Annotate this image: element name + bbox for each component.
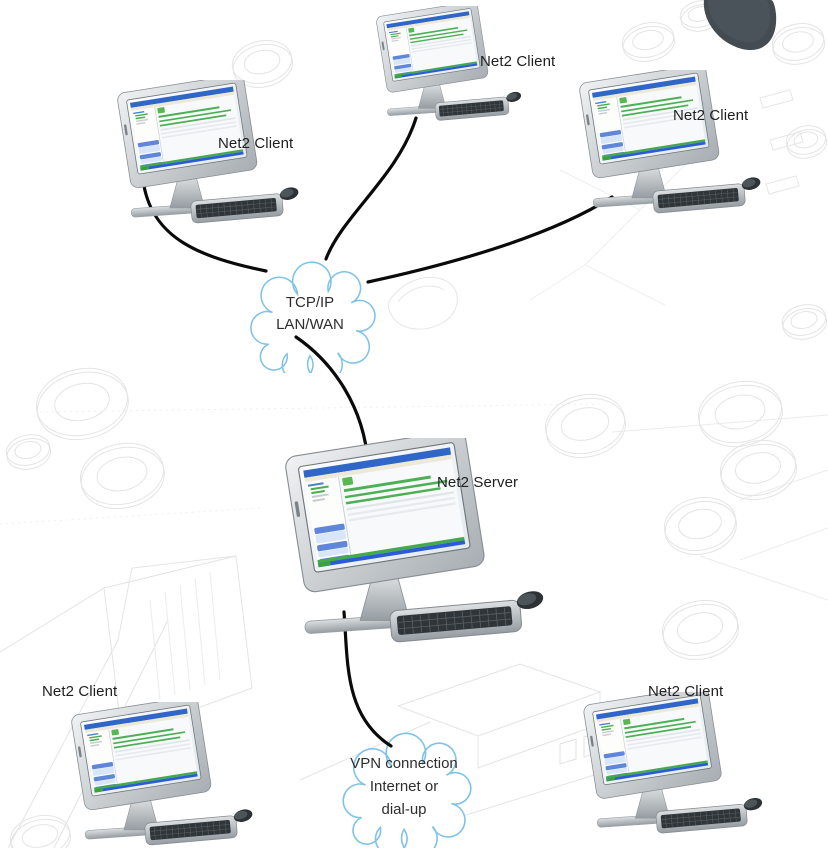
node-server (278, 438, 548, 652)
keyboard (144, 815, 238, 846)
cloud-vpn-text: VPN connection Internet or dial-up (330, 718, 478, 848)
mouse (233, 809, 253, 822)
monitor (117, 80, 258, 189)
mouse (506, 91, 522, 102)
label-client-bottom-left: Net2 Client (42, 683, 118, 700)
cloud-lan-wan: TCP/IP LAN/WAN (238, 250, 382, 373)
label-client-top-left: Net2 Client (218, 135, 294, 152)
screen-app (303, 447, 466, 568)
ring-sketches (5, 0, 828, 848)
mouse (516, 591, 544, 610)
cloud-lan-line1: TCP/IP (285, 293, 335, 311)
cloud-lan-line2: LAN/WAN (276, 315, 344, 333)
node-client-bottom-right (578, 692, 766, 840)
screen-app (83, 708, 198, 793)
label-client-top-center: Net2 Client (480, 53, 556, 70)
keyboard (190, 193, 284, 224)
keyboard (434, 96, 510, 121)
connector-topcenter-to-lan (324, 116, 418, 261)
cloud-lan-wan-text: TCP/IP LAN/WAN (238, 250, 382, 373)
cloud-vpn: VPN connection Internet or dial-up (330, 718, 478, 848)
keyboard (389, 599, 523, 643)
monitor (583, 692, 722, 799)
sketch-book (387, 276, 458, 330)
label-client-top-right: Net2 Client (673, 107, 749, 124)
mouse (279, 187, 299, 200)
monitor (71, 702, 212, 811)
computer-graphic (583, 692, 763, 834)
cloud-vpn-line2: Internet or (369, 777, 439, 795)
monitor (376, 6, 489, 93)
mouse (741, 177, 761, 190)
label-client-bottom-right: Net2 Client (648, 683, 724, 700)
keyboard (655, 803, 748, 834)
computer-graphic (117, 80, 299, 224)
computer-graphic (579, 70, 761, 214)
node-client-top-center (372, 6, 524, 126)
cloud-vpn-line1: VPN connection (350, 754, 458, 772)
node-client-bottom-left (66, 702, 256, 848)
monitor (579, 70, 720, 179)
mouse (743, 797, 763, 811)
computer-graphic (376, 6, 522, 121)
screen-app (591, 76, 706, 161)
node-client-top-left (112, 80, 302, 230)
connector-topleft-to-lan (142, 184, 268, 273)
node-client-top-right (574, 70, 764, 220)
label-server: Net2 Server (437, 474, 519, 491)
connector-topright-to-lan (366, 195, 614, 284)
screen-app (129, 86, 244, 171)
computer-graphic (71, 702, 253, 846)
computer-graphic (285, 438, 544, 643)
cloud-outline (342, 732, 472, 848)
corner-dark-object (703, 0, 777, 51)
monitor (285, 438, 485, 593)
cloud-vpn-line3: dial-up (381, 800, 427, 818)
screen-app (386, 11, 478, 79)
cloud-outline (250, 261, 376, 373)
screen-app (596, 698, 709, 782)
keyboard (652, 183, 746, 214)
